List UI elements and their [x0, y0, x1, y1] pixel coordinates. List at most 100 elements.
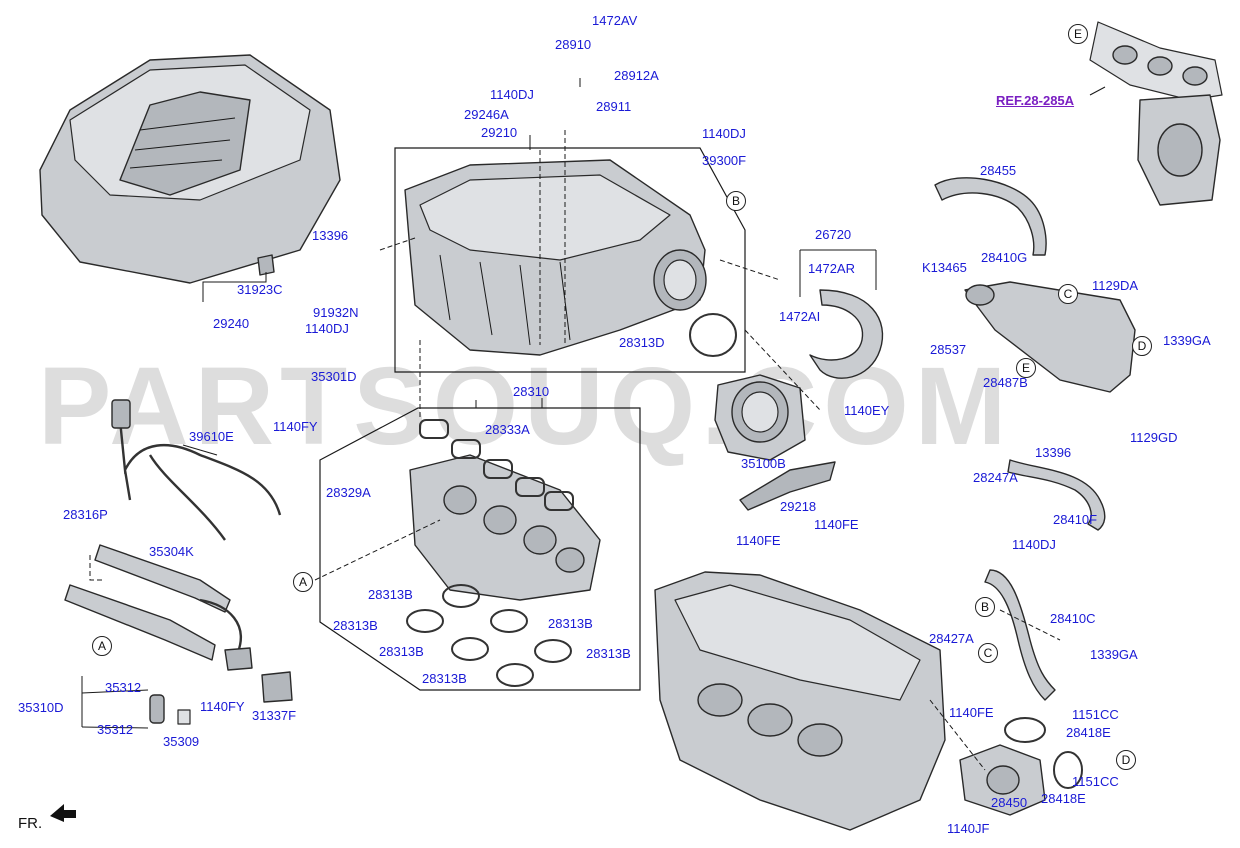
part-label[interactable]: 1140FY	[200, 699, 245, 714]
front-label: FR.	[18, 815, 43, 832]
part-label[interactable]: 28310	[513, 384, 550, 399]
exhaust-manifold-gasket	[1089, 21, 1223, 101]
callout-d-cooler: D	[1132, 336, 1152, 356]
pressure-sensor	[261, 671, 293, 703]
callout-a-rail: A	[92, 636, 112, 656]
part-label[interactable]: 1339GA	[1090, 647, 1138, 662]
part-label[interactable]: 31337F	[252, 708, 297, 723]
part-label[interactable]: 28313B	[368, 587, 413, 602]
egr-gasket-2	[1053, 751, 1083, 789]
part-label[interactable]: 1140FY	[273, 419, 318, 434]
part-label[interactable]: 13396	[1035, 445, 1072, 460]
front-arrow-icon	[50, 804, 76, 822]
part-label[interactable]: 1129DA	[1092, 278, 1139, 293]
wiring-harness	[118, 419, 282, 541]
front-indicator: FR.	[18, 815, 42, 832]
callout-c-cooler: C	[1058, 284, 1078, 304]
part-label[interactable]: 1140JF	[947, 821, 990, 836]
part-label[interactable]: 1140FE	[814, 517, 859, 532]
part-label[interactable]: 39300F	[702, 153, 747, 168]
callout-b-manifold: B	[726, 191, 746, 211]
part-label[interactable]: 1140FE	[949, 705, 994, 720]
part-label[interactable]: 28313B	[548, 616, 593, 631]
engine-cover	[39, 54, 341, 284]
part-label[interactable]: 1129GD	[1130, 430, 1178, 445]
part-label[interactable]: 28912A	[614, 68, 659, 83]
part-label[interactable]: 28313B	[422, 671, 467, 686]
intake-manifold	[404, 159, 707, 356]
part-label[interactable]: 28450	[991, 795, 1028, 810]
part-label[interactable]: 28316P	[63, 507, 108, 522]
fuel-injector	[149, 694, 165, 724]
part-label[interactable]: 35312	[105, 680, 142, 695]
part-label[interactable]: 35100B	[741, 456, 786, 471]
part-label[interactable]: 28247A	[973, 470, 1018, 485]
callout-b-pipe: B	[975, 597, 995, 617]
part-label[interactable]: 1140DJ	[305, 321, 349, 336]
callout-d-valve: D	[1116, 750, 1136, 770]
part-label[interactable]: 26720	[815, 227, 852, 242]
part-label[interactable]: 28418E	[1066, 725, 1111, 740]
lower-manifold-frame	[319, 407, 641, 691]
part-label[interactable]: 1140DJ	[1012, 537, 1056, 552]
part-label[interactable]: 35310D	[18, 700, 64, 715]
fuel-rail-assembly	[64, 544, 253, 671]
part-label[interactable]: 29240	[213, 316, 250, 331]
part-label[interactable]: 35309	[163, 734, 200, 749]
injector-clip	[177, 709, 191, 725]
callout-e-cooler: E	[1016, 358, 1036, 378]
egr-cooler	[964, 281, 1136, 393]
throttle-gasket	[689, 313, 737, 357]
part-label[interactable]: 28410C	[1050, 611, 1096, 626]
part-label[interactable]: 1472AI	[779, 309, 821, 324]
catalytic-converter	[1137, 94, 1221, 206]
part-label[interactable]: 35312	[97, 722, 134, 737]
part-label[interactable]: 1140DJ	[490, 87, 534, 102]
intake-hose	[809, 289, 884, 379]
part-label[interactable]: K13465	[922, 260, 967, 275]
part-label[interactable]: 28418E	[1041, 791, 1086, 806]
part-label[interactable]: 31923C	[237, 282, 283, 297]
egr-pipe-lower	[1007, 459, 1106, 531]
callout-e-top: E	[1068, 24, 1088, 44]
part-label[interactable]: 28427A	[929, 631, 974, 646]
part-label[interactable]: 1140EY	[844, 403, 890, 418]
part-label[interactable]: 1151CC	[1072, 707, 1119, 722]
part-label[interactable]: 28910	[555, 37, 592, 52]
lower-intake-manifold	[409, 454, 601, 601]
part-label[interactable]: 1140DJ	[702, 126, 746, 141]
part-label[interactable]: 29210	[481, 125, 518, 140]
part-label[interactable]: 1339GA	[1163, 333, 1211, 348]
part-label[interactable]: 28333A	[485, 422, 530, 437]
part-label[interactable]: 39610E	[189, 429, 234, 444]
ref-link-28-285a[interactable]: REF.28-285A	[996, 93, 1075, 108]
part-label[interactable]: 28313B	[333, 618, 378, 633]
port-gaskets	[406, 584, 572, 687]
part-label[interactable]: 28313D	[619, 335, 665, 350]
part-label[interactable]: 28455	[980, 163, 1017, 178]
part-label[interactable]: 28410G	[981, 250, 1028, 265]
part-label[interactable]: 1140FE	[736, 533, 781, 548]
part-label[interactable]: 13396	[312, 228, 349, 243]
part-label[interactable]: 28313B	[586, 646, 631, 661]
part-label[interactable]: 28329A	[326, 485, 371, 500]
part-label[interactable]: 28313B	[379, 644, 424, 659]
part-label[interactable]: 28911	[596, 99, 632, 114]
harness-connector	[111, 399, 131, 429]
part-label[interactable]: 1151CC	[1072, 774, 1119, 789]
part-label[interactable]: 1472AV	[592, 13, 638, 28]
intake-manifold-frame	[394, 147, 746, 373]
part-label[interactable]: 28410F	[1053, 512, 1098, 527]
part-label[interactable]: 29246A	[464, 107, 509, 122]
part-label[interactable]: 28537	[930, 342, 967, 357]
part-label[interactable]: 1472AR	[808, 261, 855, 276]
part-label[interactable]: 28487B	[983, 375, 1028, 390]
part-label[interactable]: 35304K	[149, 544, 194, 559]
part-label[interactable]: 35301D	[311, 369, 357, 384]
egr-pipe-upper	[934, 177, 1047, 256]
callout-a-manifold: A	[293, 572, 313, 592]
egr-pipe-c	[984, 569, 1056, 701]
part-label[interactable]: 29218	[780, 499, 817, 514]
part-label[interactable]: 91932N	[313, 305, 359, 320]
